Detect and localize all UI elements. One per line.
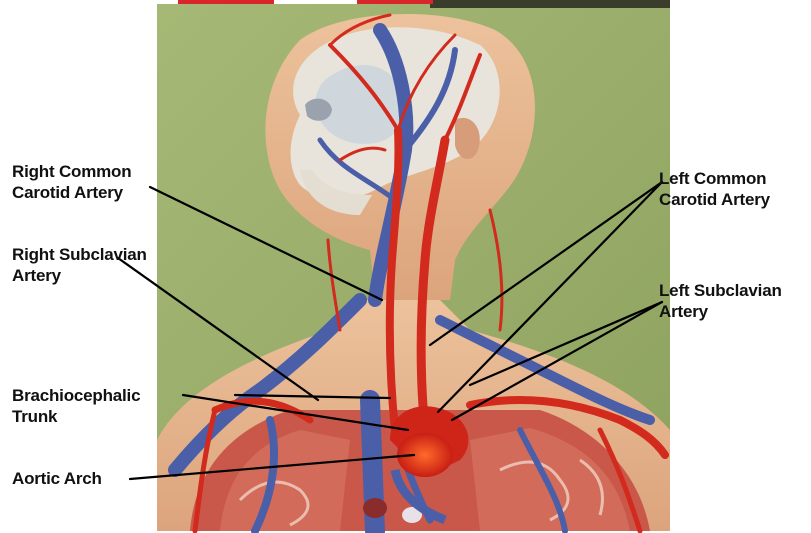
label-line: Aortic Arch xyxy=(12,468,102,489)
label-aortic-arch: Aortic Arch xyxy=(12,468,102,489)
label-line: Right Common xyxy=(12,161,131,182)
top-red-tab xyxy=(357,0,433,4)
heart-vessel-opening xyxy=(363,498,387,518)
label-line: Artery xyxy=(659,301,782,322)
label-left-common-carotid-artery: Left Common Carotid Artery xyxy=(659,168,770,210)
label-left-subclavian-artery: Left Subclavian Artery xyxy=(659,280,782,322)
label-line: Brachiocephalic xyxy=(12,385,140,406)
right-white-margin xyxy=(670,0,811,533)
label-right-common-carotid-artery: Right Common Carotid Artery xyxy=(12,161,131,203)
top-red-tab xyxy=(178,0,274,4)
label-line: Artery xyxy=(12,265,147,286)
label-line: Carotid Artery xyxy=(12,182,131,203)
label-brachiocephalic-trunk: Brachiocephalic Trunk xyxy=(12,385,140,427)
label-line: Left Subclavian xyxy=(659,280,782,301)
label-line: Left Common xyxy=(659,168,770,189)
label-line: Carotid Artery xyxy=(659,189,770,210)
label-line: Right Subclavian xyxy=(12,244,147,265)
top-dark-strip xyxy=(430,0,670,8)
label-line: Trunk xyxy=(12,406,140,427)
label-right-subclavian-artery: Right Subclavian Artery xyxy=(12,244,147,286)
